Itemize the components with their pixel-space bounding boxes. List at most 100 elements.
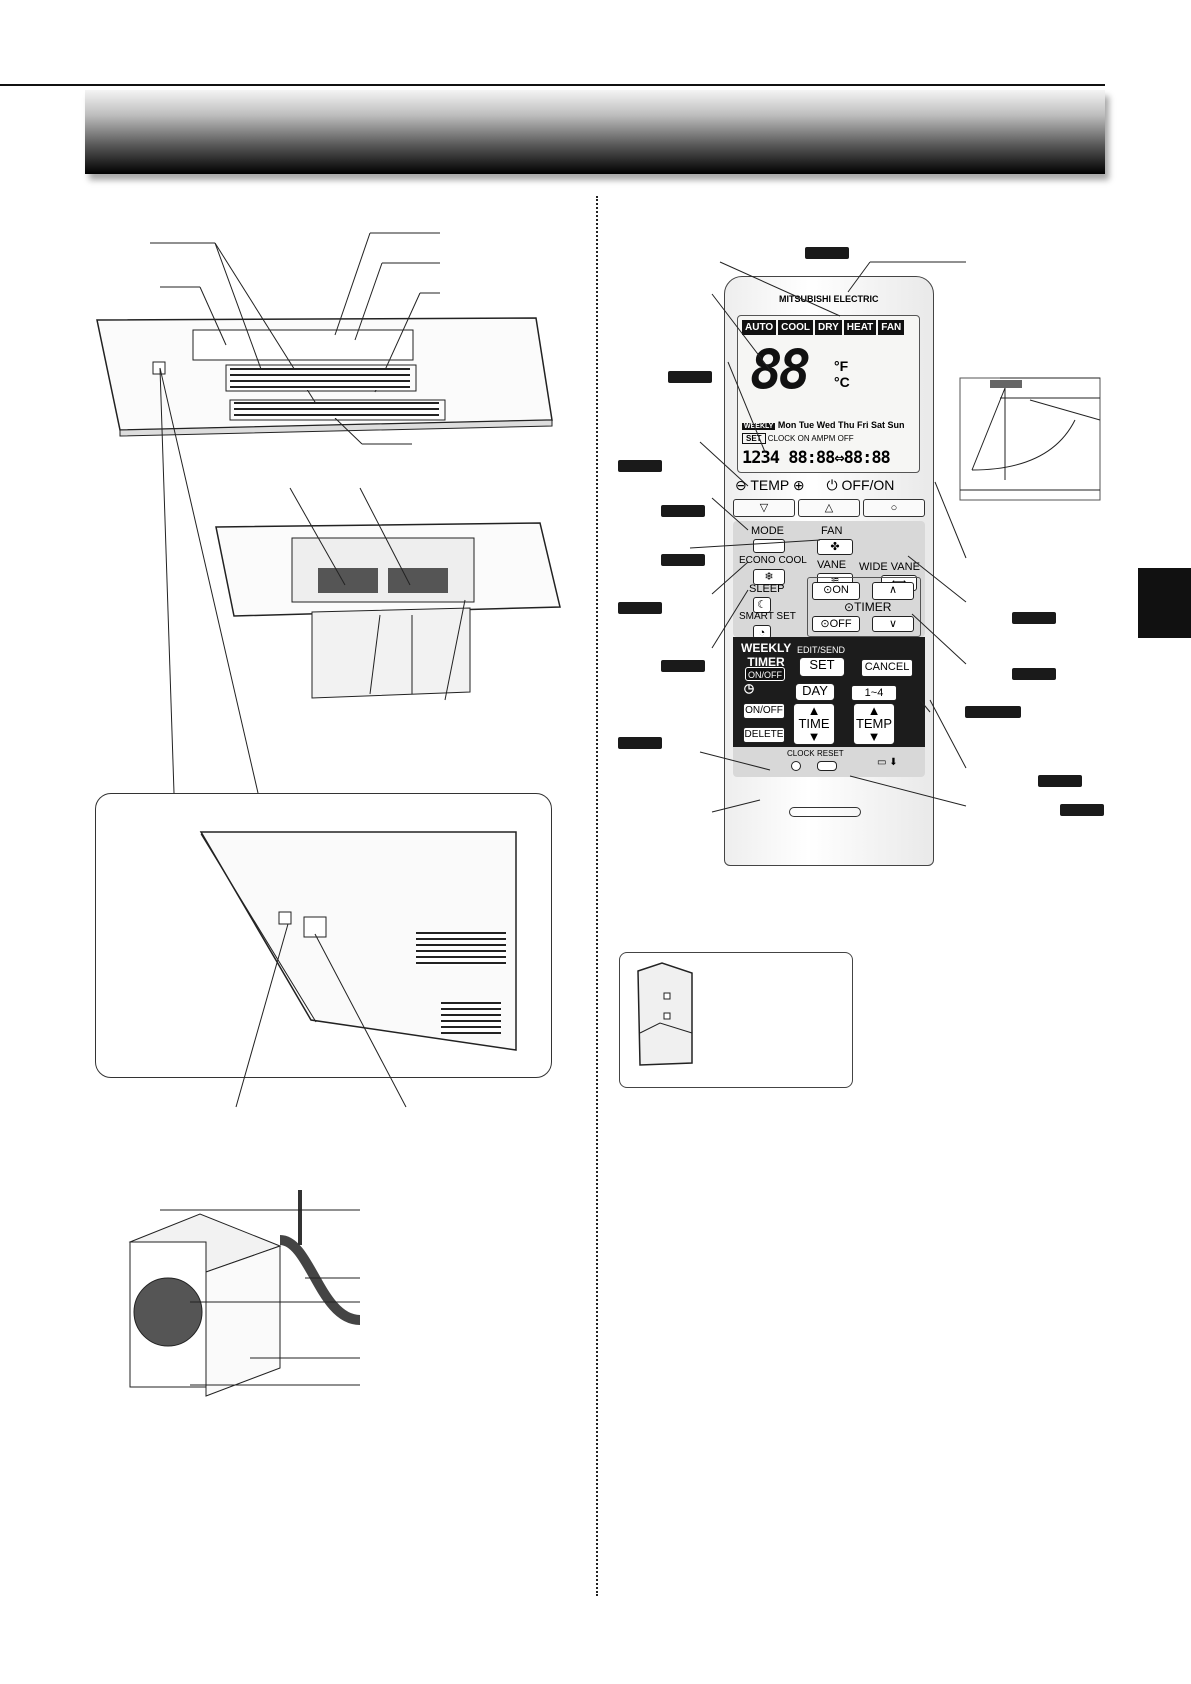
weekly-timer-label: WEEKLY TIMER [741, 641, 792, 669]
econo-cool-button[interactable]: ❄ [753, 569, 785, 585]
lcd-on-label: ON [797, 434, 810, 443]
battery-icon: ▭ ⬇ [877, 757, 898, 768]
lcd-set-row: SET CLOCK ON AMPM OFF [742, 433, 854, 444]
label-tag [661, 660, 705, 672]
day-button[interactable]: DAY [795, 683, 835, 701]
timer-on-label: ON [832, 584, 849, 596]
label-tag [965, 706, 1021, 718]
detail-inset [95, 793, 552, 1108]
lcd-mode-dry: DRY [815, 320, 842, 335]
mode-label: MODE [751, 525, 784, 537]
off-on-button[interactable]: ○ [863, 499, 925, 517]
label-tag [1060, 804, 1104, 816]
clock-icon: ◷ [743, 681, 755, 695]
reset-button[interactable] [817, 761, 837, 771]
label-tag [661, 505, 705, 517]
label-tag [1012, 612, 1056, 624]
section-tab [1138, 568, 1191, 638]
on-off-button[interactable]: ON/OFF [743, 703, 785, 719]
timer-box: ⊙ON ∧ ⊙TIMER ⊙OFF ∨ [807, 577, 921, 637]
lcd-time-row: 1234 88:88⇔88:88 [742, 448, 891, 468]
lcd-mode-cool: COOL [778, 320, 814, 335]
time-button[interactable]: ▲TIME▼ [793, 703, 835, 745]
weekly-on-off-button[interactable]: ON/OFF [745, 667, 785, 681]
label-tag [805, 247, 849, 259]
program-1-4-button[interactable]: 1~4 [851, 685, 897, 701]
lcd-unit-f: °F [834, 358, 849, 374]
temp-up-button[interactable]: △ [798, 499, 860, 517]
sleep-button[interactable]: ☾ [753, 597, 771, 613]
label-tag [668, 371, 712, 383]
temp-label: TEMP [750, 477, 790, 493]
timer-on-button[interactable]: ⊙ON [812, 582, 860, 600]
timer-off-label: OFF [829, 618, 852, 630]
smart-set-button[interactable]: ◔ [753, 625, 771, 639]
timer-down-button[interactable]: ∨ [872, 616, 914, 632]
lcd-ampm-label: AMPM [811, 434, 836, 443]
remote-slot [789, 807, 861, 817]
label-tag [618, 460, 662, 472]
lcd-display: AUTO COOL DRY HEAT FAN 88 °F °C WEEKLY M… [737, 315, 920, 473]
column-divider [596, 196, 598, 1596]
timer-off-button[interactable]: ⊙OFF [812, 616, 860, 632]
lcd-mode-heat: HEAT [843, 320, 877, 335]
wide-vane-label: WIDE VANE [859, 561, 920, 573]
timer-text: TIMER [854, 600, 892, 614]
off-on-label: OFF/ON [841, 477, 895, 493]
minus-icon: ⊖ [735, 477, 747, 493]
reset-label: RESET [817, 749, 844, 758]
vane-label: VANE [817, 559, 847, 571]
edit-send-label: EDIT/SEND [796, 645, 845, 655]
fan-icon: ✤ [830, 541, 840, 553]
lcd-temperature-digits: 88 [750, 338, 811, 401]
vane-icon: ≋ [830, 575, 840, 587]
plus-icon: ⊕ [792, 477, 805, 493]
brand-logo: MITSUBISHI ELECTRIC [779, 294, 879, 304]
clock-label: CLOCK [787, 749, 815, 758]
lcd-off-label: OFF [837, 434, 854, 443]
label-tag [1012, 668, 1056, 680]
snowflake-icon: ❄ [764, 571, 774, 583]
clock-button[interactable] [791, 761, 801, 771]
set-button[interactable]: SET [799, 657, 845, 677]
lcd-mode-auto: AUTO [742, 320, 777, 335]
fan-label: FAN [821, 525, 843, 537]
lcd-program-numbers: 1234 [742, 448, 780, 468]
timer-label: ⊙TIMER [844, 600, 892, 614]
lcd-temp-unit: °F °C [834, 358, 850, 390]
weekly-timer-panel: WEEKLY TIMER ON/OFF EDIT/SEND SET CANCEL… [733, 637, 925, 747]
sleep-icon: ☾ [757, 599, 767, 611]
label-tag [661, 554, 705, 566]
lcd-clock-label: CLOCK [767, 434, 796, 443]
lcd-days: Mon Tue Wed Thu Fri Sat Sun [777, 420, 905, 430]
lcd-weekly-label: WEEKLY [742, 423, 776, 430]
time-label: TIME [798, 716, 830, 731]
top-button-row: ▽ △ ○ [733, 499, 925, 517]
lcd-weekday-row: WEEKLY Mon Tue Wed Thu Fri Sat Sun [742, 420, 905, 430]
remote-holder-box [619, 952, 853, 1088]
title-banner [85, 90, 1105, 174]
lcd-set-label: SET [742, 433, 766, 444]
cancel-button[interactable]: CANCEL [861, 659, 913, 677]
smart-set-label: SMART SET [739, 611, 796, 622]
weekly-temp-label: TEMP [855, 716, 893, 731]
weekly-temp-button[interactable]: ▲TEMP▼ [853, 703, 895, 745]
lcd-time-display: 88:88⇔88:88 [788, 448, 891, 468]
power-icon: ⏻ [826, 477, 838, 493]
sleep-label: SLEEP [749, 583, 785, 595]
bottom-panel: CLOCK RESET ▭ ⬇ [733, 747, 925, 777]
temp-row: ⊖ TEMP ⊕ ⏻ OFF/ON [735, 477, 923, 494]
temp-down-button[interactable]: ▽ [733, 499, 795, 517]
delete-button[interactable]: DELETE [743, 727, 785, 743]
smart-set-icon: ◔ [758, 627, 766, 639]
lcd-unit-c: °C [834, 374, 850, 390]
label-tag [1038, 775, 1082, 787]
timer-up-button[interactable]: ∧ [872, 582, 914, 600]
header-rule [0, 84, 1105, 86]
fan-button[interactable]: ✤ [817, 539, 853, 555]
label-tag [618, 602, 662, 614]
label-tag [618, 737, 662, 749]
econo-cool-label: ECONO COOL [739, 555, 807, 566]
